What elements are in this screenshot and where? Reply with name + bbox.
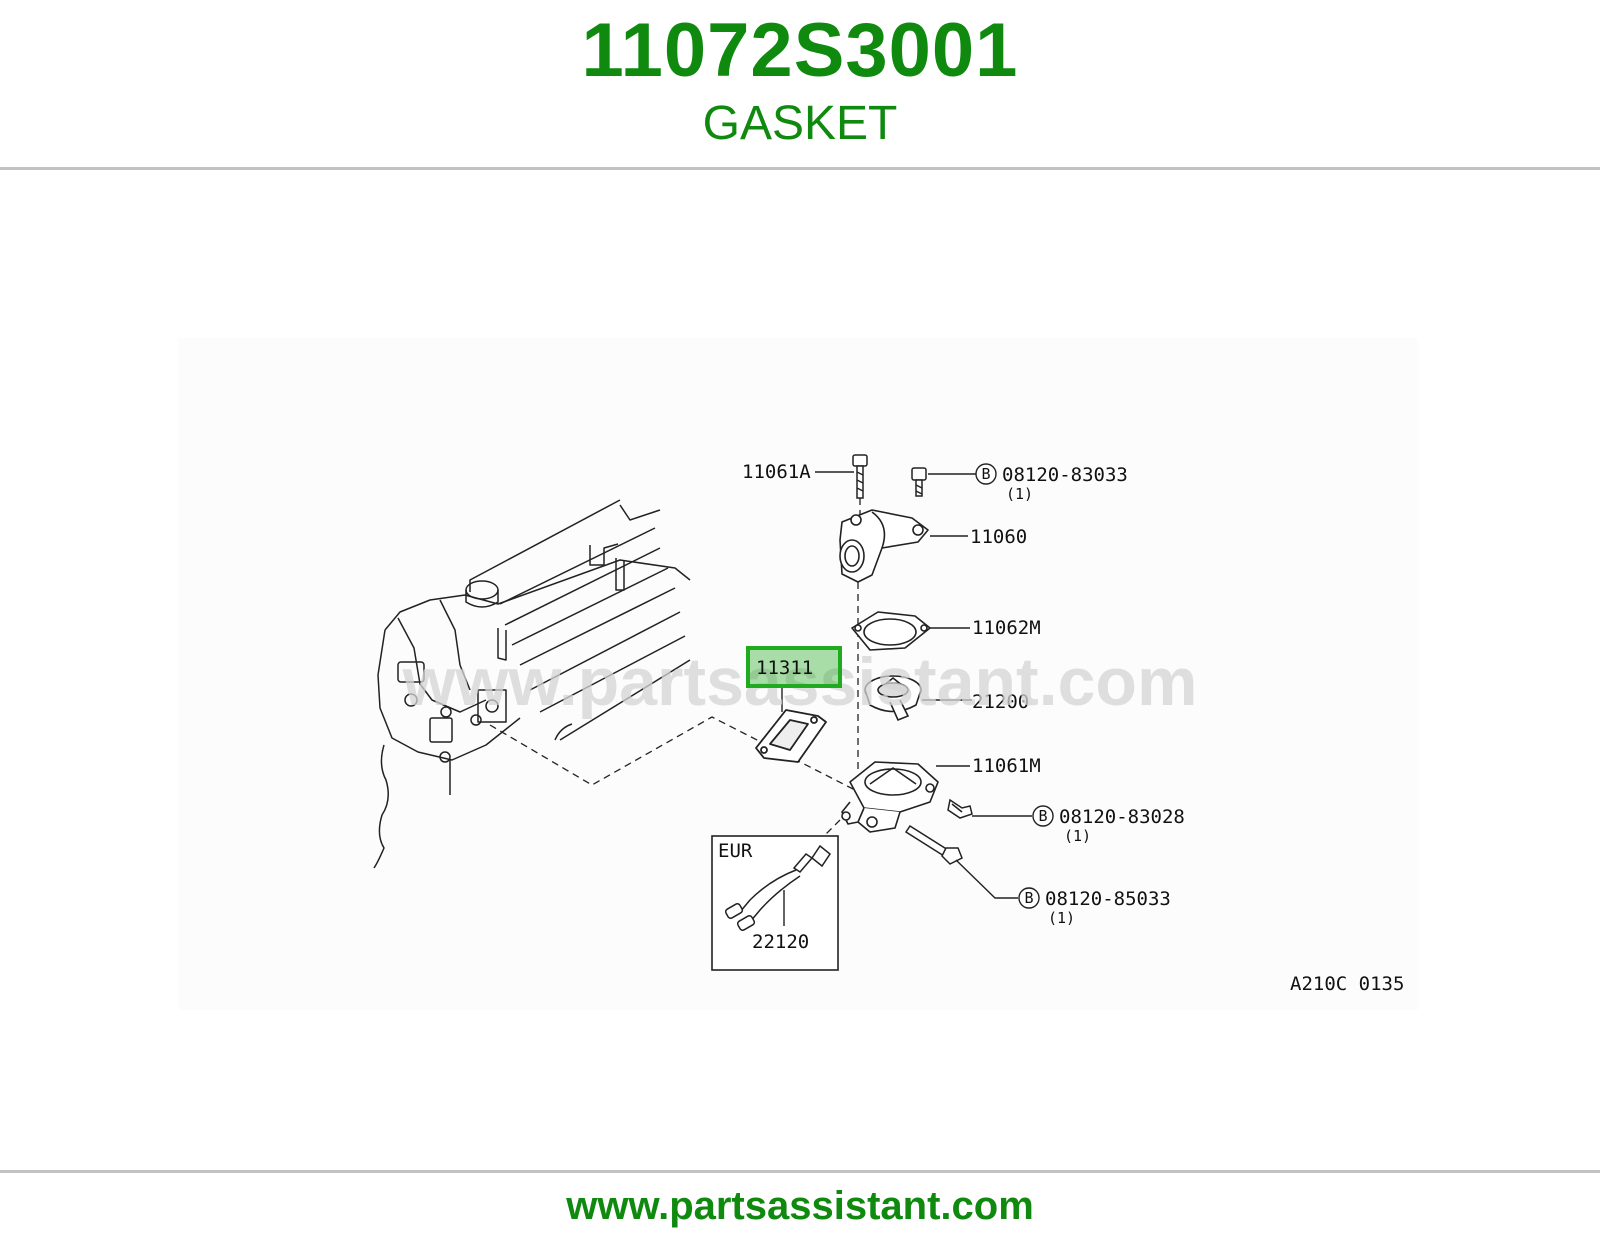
- gasket-11311-icon: [755, 709, 827, 763]
- callout-08120-83028: 08120-83028: [1059, 806, 1185, 828]
- callout-leader-lines: [781, 471, 1032, 926]
- water-outlet-11060-icon: [839, 509, 929, 583]
- cylinder-head-illustration: [373, 499, 691, 869]
- highlighted-callout-box[interactable]: 11311: [746, 646, 842, 688]
- callout-11060: 11060: [970, 526, 1027, 548]
- bolt-08120-83033-icon: [911, 467, 927, 497]
- eur-box-title: EUR: [718, 840, 753, 862]
- bolt-marker-83028: B: [1032, 805, 1054, 827]
- bolt-marker-85033: B: [1018, 887, 1040, 909]
- callout-11311: 11311: [756, 657, 813, 679]
- part-number-title: 11072S3001: [581, 8, 1019, 93]
- thermostat-housing-11061m-icon: [841, 761, 939, 833]
- callout-08120-83033-qty: (1): [1006, 485, 1033, 503]
- callout-11061a: 11061A: [742, 461, 811, 483]
- callout-11062m: 11062M: [972, 617, 1041, 639]
- parts-diagram: 11061A B 08120-83033 (1) 11060 11062M 21…: [373, 454, 1405, 995]
- temperature-sensor-22120-icon: [724, 844, 832, 931]
- bolt-marker-83033-letter: B: [981, 465, 990, 483]
- callout-08120-83033: 08120-83033: [1002, 464, 1128, 486]
- eur-variant-box: [711, 835, 839, 971]
- callout-08120-85033-qty: (1): [1048, 909, 1075, 927]
- callout-21200: 21200: [972, 691, 1029, 713]
- footer-divider: [0, 1170, 1600, 1173]
- bolt-marker-83028-letter: B: [1038, 807, 1047, 825]
- header-divider: [0, 167, 1600, 170]
- thermostat-21200-icon: [864, 675, 922, 722]
- callout-08120-85033: 08120-85033: [1045, 888, 1171, 910]
- drawing-code: A210C 0135: [1290, 973, 1404, 995]
- callout-11061m: 11061M: [972, 755, 1041, 777]
- bolt-marker-85033-letter: B: [1024, 889, 1033, 907]
- watermark: www.partsassistant.com: [402, 644, 1198, 720]
- footer-website-link[interactable]: www.partsassistant.com: [566, 1184, 1034, 1228]
- bolt-marker-83033: B: [975, 463, 997, 485]
- callout-22120: 22120: [752, 931, 809, 953]
- part-name-subtitle: GASKET: [702, 97, 898, 150]
- bolt-08120-83028-icon: [947, 798, 973, 819]
- bolt-11061a-icon: [852, 454, 868, 499]
- page-header: 11072S3001 GASKET: [0, 0, 1600, 168]
- callout-08120-83028-qty: (1): [1064, 827, 1091, 845]
